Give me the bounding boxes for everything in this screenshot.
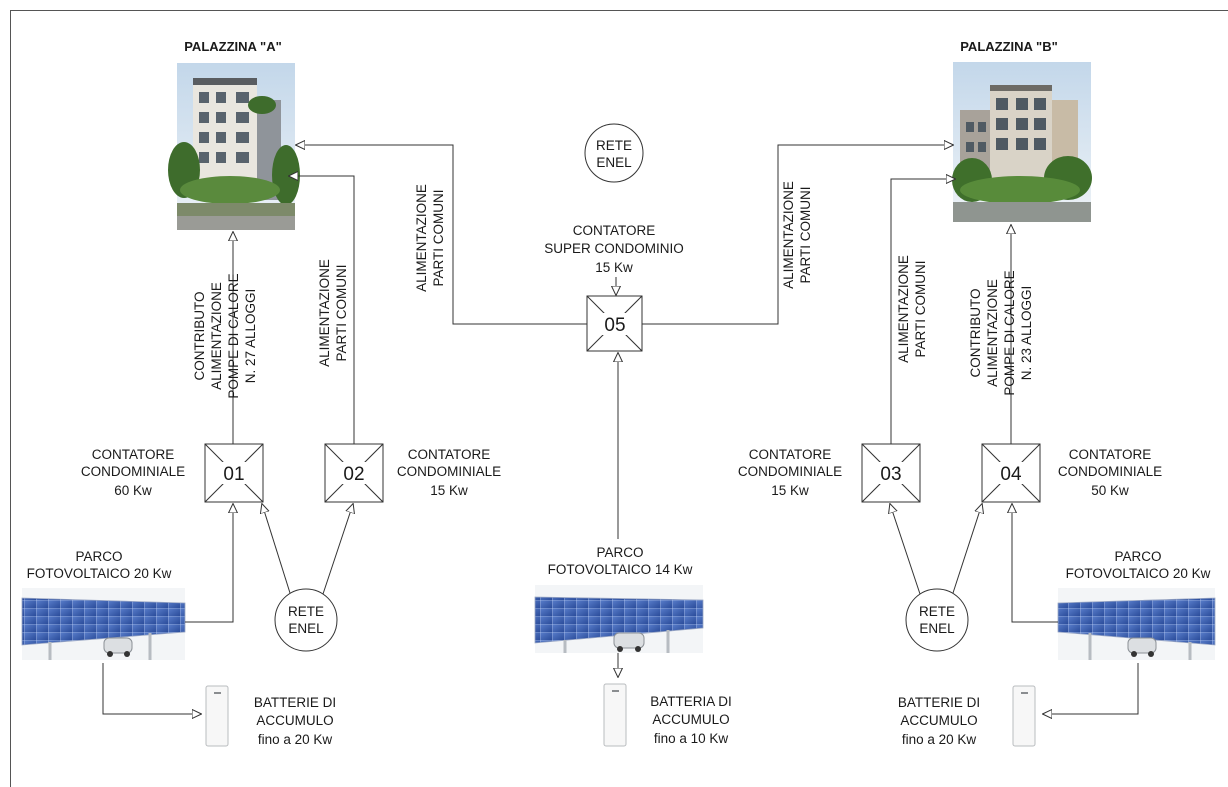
battery-left-icon (205, 685, 229, 747)
meter-04-label-line1: CONTATORE (1069, 447, 1152, 462)
battery-left-label-line2: ACCUMULO (256, 713, 333, 728)
battery-center-label-line2: ACCUMULO (652, 712, 729, 727)
battery-left-label-line1: BATTERIE DI (254, 695, 336, 710)
svg-text:ALIMENTAZIONE: ALIMENTAZIONE (209, 282, 224, 390)
svg-text:PARTI COMUNI: PARTI COMUNI (913, 260, 928, 357)
meter-03: 03 (861, 443, 921, 503)
building-a-image (168, 63, 300, 230)
meter-02-label-line3: 15 Kw (430, 483, 468, 498)
pv-center-image (534, 585, 704, 653)
supply-label-common-right-meter: ALIMENTAZIONE PARTI COMUNI (896, 255, 928, 363)
svg-text:ALIMENTAZIONE: ALIMENTAZIONE (896, 255, 911, 363)
svg-text:ENEL: ENEL (919, 621, 955, 636)
grid-connection-left: RETE ENEL (274, 588, 338, 652)
meter-02-label-line2: CONDOMINIALE (397, 464, 501, 479)
building-b-image (952, 62, 1092, 222)
svg-text:ALIMENTAZIONE: ALIMENTAZIONE (985, 279, 1000, 387)
svg-text:ENEL: ENEL (596, 155, 632, 170)
svg-text:PARTI COMUNI: PARTI COMUNI (431, 189, 446, 286)
supply-label-common-left: ALIMENTAZIONE PARTI COMUNI (414, 184, 446, 292)
svg-text:CONTRIBUTO: CONTRIBUTO (192, 291, 207, 380)
meter-05-label-line1: CONTATORE (573, 223, 656, 238)
svg-text:RETE: RETE (596, 138, 632, 153)
grid-connection-top: RETE ENEL (584, 123, 644, 183)
supply-label-common-center-right: ALIMENTAZIONE PARTI COMUNI (781, 181, 813, 289)
meter-03-label-line1: CONTATORE (749, 447, 832, 462)
svg-text:POMPE DI CALORE: POMPE DI CALORE (226, 273, 241, 398)
svg-text:03: 03 (880, 464, 901, 485)
svg-text:ENEL: ENEL (288, 621, 324, 636)
battery-center-label-line3: fino a 10 Kw (654, 731, 729, 746)
svg-text:04: 04 (1000, 464, 1022, 485)
supply-label-heatpump-b: CONTRIBUTO ALIMENTAZIONE POMPE DI CALORE… (968, 270, 1034, 395)
pv-left-label-line2: FOTOVOLTAICO 20 Kw (27, 566, 172, 581)
supply-label-common-left-meter: ALIMENTAZIONE PARTI COMUNI (317, 259, 349, 367)
svg-text:RETE: RETE (288, 604, 324, 619)
svg-text:02: 02 (343, 464, 364, 485)
svg-text:ALIMENTAZIONE: ALIMENTAZIONE (317, 259, 332, 367)
meter-04-label-line3: 50 Kw (1091, 483, 1129, 498)
meter-04-label-line2: CONDOMINIALE (1058, 464, 1162, 479)
svg-text:RETE: RETE (919, 604, 955, 619)
svg-text:05: 05 (604, 315, 625, 336)
diagram-frame (10, 10, 1228, 787)
battery-center-icon (603, 683, 627, 747)
meter-05: 05 (586, 295, 643, 352)
pv-center-label-line2: FOTOVOLTAICO 14 Kw (548, 562, 693, 577)
svg-text:ALIMENTAZIONE: ALIMENTAZIONE (414, 184, 429, 292)
meter-01: 01 (204, 443, 264, 503)
meter-02: 02 (324, 443, 384, 503)
meter-03-label-line3: 15 Kw (771, 483, 809, 498)
pv-right-image (1057, 588, 1216, 660)
svg-text:POMPE DI CALORE: POMPE DI CALORE (1002, 270, 1017, 395)
grid-connection-right: RETE ENEL (905, 588, 969, 652)
meter-05-label-line2: SUPER CONDOMINIO (544, 241, 684, 256)
meter-04: 04 (981, 443, 1041, 503)
meter-01-label-line2: CONDOMINIALE (81, 464, 185, 479)
svg-text:PARTI COMUNI: PARTI COMUNI (798, 186, 813, 283)
meter-01-label-line3: 60 Kw (114, 483, 152, 498)
svg-text:CONTRIBUTO: CONTRIBUTO (968, 288, 983, 377)
battery-right-label-line2: ACCUMULO (900, 713, 977, 728)
meter-02-label-line1: CONTATORE (408, 447, 491, 462)
battery-right-label-line3: fino a 20 Kw (902, 732, 977, 747)
meter-01-label-line1: CONTATORE (92, 447, 175, 462)
svg-text:ALIMENTAZIONE: ALIMENTAZIONE (781, 181, 796, 289)
building-a-title: PALAZZINA "A" (184, 39, 282, 54)
pv-right-label-line2: FOTOVOLTAICO 20 Kw (1066, 566, 1211, 581)
svg-text:01: 01 (223, 464, 244, 485)
battery-left-label-line3: fino a 20 Kw (258, 732, 333, 747)
svg-text:N. 23 ALLOGGI: N. 23 ALLOGGI (1019, 286, 1034, 381)
battery-center-label-line1: BATTERIA DI (650, 694, 732, 709)
pv-left-image (21, 588, 186, 660)
building-b-title: PALAZZINA "B" (960, 39, 1058, 54)
battery-right-label-line1: BATTERIE DI (898, 695, 980, 710)
pv-right-label-line1: PARCO (1114, 549, 1161, 564)
svg-text:PARTI COMUNI: PARTI COMUNI (334, 264, 349, 361)
pv-center-label-line1: PARCO (596, 545, 643, 560)
meter-03-label-line2: CONDOMINIALE (738, 464, 842, 479)
svg-text:N. 27 ALLOGGI: N. 27 ALLOGGI (243, 289, 258, 384)
supply-label-heatpump-a: CONTRIBUTO ALIMENTAZIONE POMPE DI CALORE… (192, 273, 258, 398)
meter-05-label-line3: 15 Kw (595, 260, 633, 275)
battery-right-icon (1012, 685, 1036, 747)
pv-left-label-line1: PARCO (75, 549, 122, 564)
